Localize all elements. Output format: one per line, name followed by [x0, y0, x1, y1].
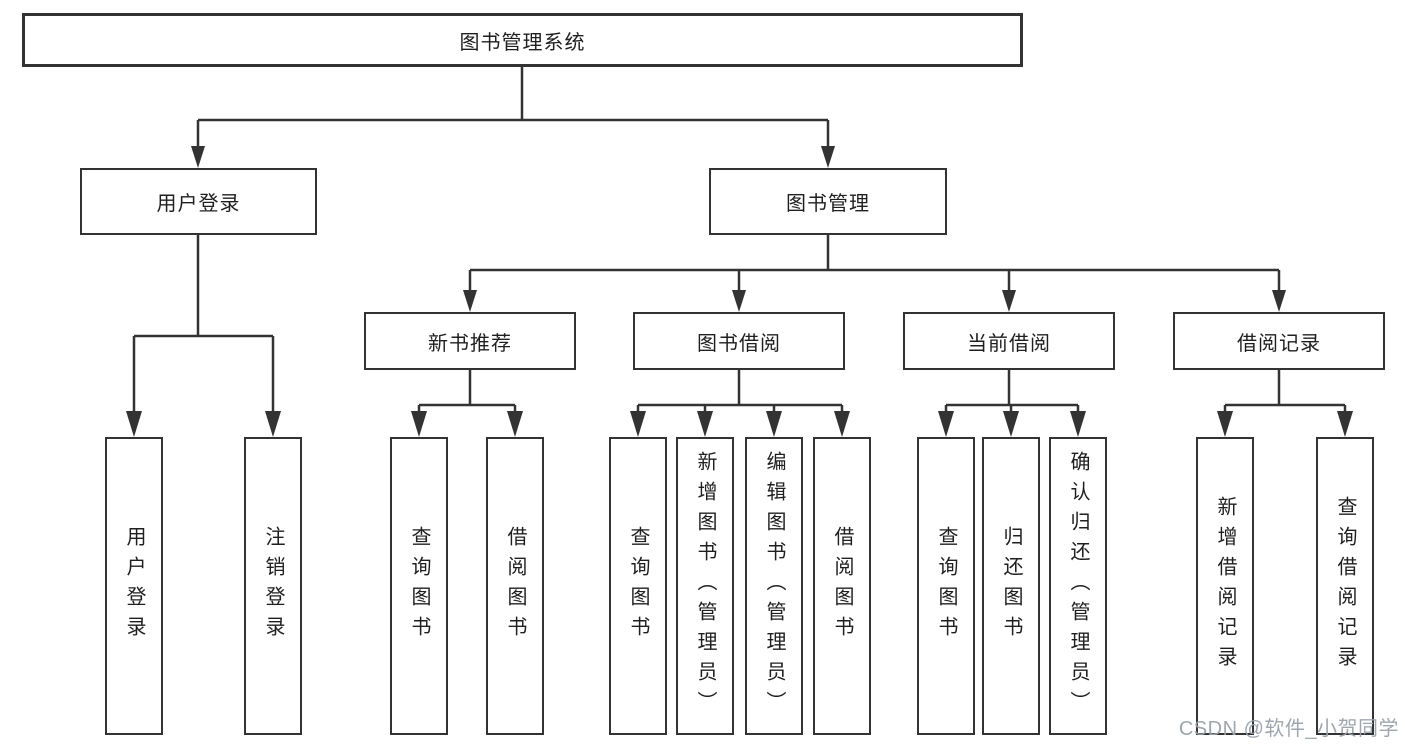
node-label: 查询图书 — [935, 526, 957, 646]
node-leaf-newrec-borrow-books: 借阅图书 — [486, 437, 544, 735]
node-label: 用户登录 — [123, 526, 145, 646]
csdn-watermark: CSDN @软件_小贺同学 — [1178, 718, 1399, 740]
node-borrowing-records: 借阅记录 — [1173, 312, 1385, 370]
node-leaf-user-login: 用户登录 — [105, 437, 163, 735]
node-leaf-borrow-query-books: 查询图书 — [609, 437, 667, 735]
node-book-management: 图书管理 — [709, 168, 947, 235]
node-library-management-system: 图书管理系统 — [22, 13, 1023, 67]
node-label: 查询图书 — [627, 526, 649, 646]
node-leaf-newrec-query-books: 查询图书 — [390, 437, 448, 735]
node-label: 借阅图书 — [831, 526, 853, 646]
node-label: 查询图书 — [408, 526, 430, 646]
node-leaf-query-borrow-record: 查询借阅记录 — [1316, 437, 1374, 735]
node-label: 借阅图书 — [504, 526, 526, 646]
node-current-borrowing: 当前借阅 — [903, 312, 1115, 370]
node-leaf-add-borrow-record: 新增借阅记录 — [1196, 437, 1254, 735]
node-label: 查询借阅记录 — [1334, 496, 1356, 676]
node-label: 确认归还（管理员） — [1067, 451, 1089, 721]
node-label: 新增图书（管理员） — [694, 451, 716, 721]
arrowheads — [126, 146, 1353, 437]
node-label: 新增借阅记录 — [1214, 496, 1236, 676]
node-book-borrowing: 图书借阅 — [633, 312, 845, 370]
node-leaf-add-books-admin: 新增图书（管理员） — [676, 437, 734, 735]
node-leaf-edit-books-admin: 编辑图书（管理员） — [745, 437, 803, 735]
node-user-login: 用户登录 — [80, 168, 317, 235]
node-leaf-return-books: 归还图书 — [982, 437, 1040, 735]
node-leaf-logout: 注销登录 — [244, 437, 302, 735]
node-label: 归还图书 — [1000, 526, 1022, 646]
node-label: 注销登录 — [262, 526, 284, 646]
node-leaf-confirm-return-admin: 确认归还（管理员） — [1049, 437, 1107, 735]
node-label: 编辑图书（管理员） — [763, 451, 785, 721]
tree-connectors — [132, 67, 1347, 415]
node-leaf-current-query-books: 查询图书 — [917, 437, 975, 735]
node-new-book-recommendation: 新书推荐 — [364, 312, 576, 370]
node-leaf-borrow-books: 借阅图书 — [813, 437, 871, 735]
